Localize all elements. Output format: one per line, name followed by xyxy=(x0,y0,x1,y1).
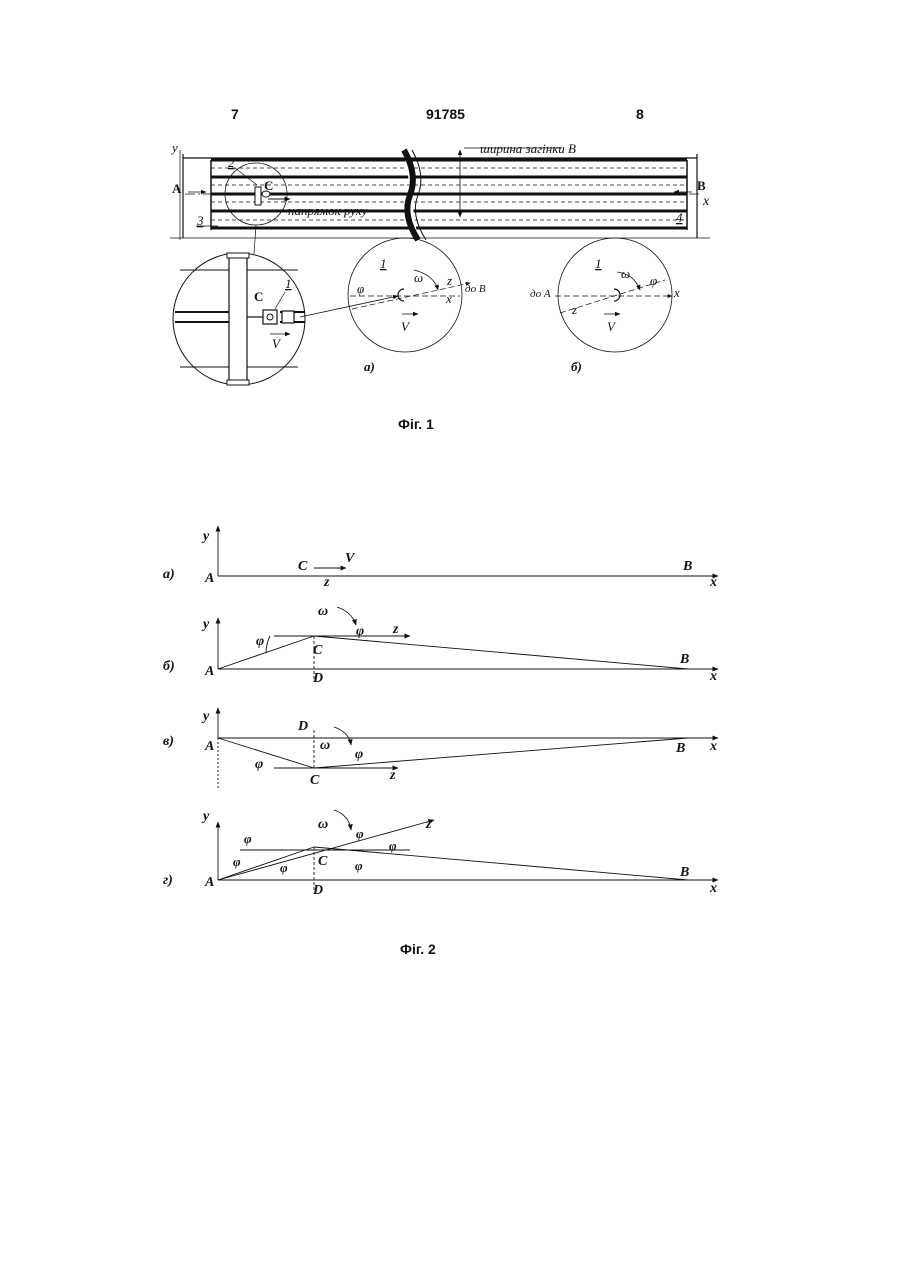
panel-g-z: z xyxy=(425,817,432,832)
panel-v-C: C xyxy=(310,773,320,788)
panel-v-A: A xyxy=(204,739,214,754)
panel-g-phi2-prime: φ xyxy=(356,826,364,841)
circle-a-sublabel: а) xyxy=(364,359,375,374)
direction-label: напрямок руху xyxy=(288,203,368,218)
fig1-number-4: 4 xyxy=(676,210,683,225)
circle-a-to-B: до B xyxy=(465,283,486,295)
circle-a-omega: ω xyxy=(414,270,423,285)
panel-b-phi1: φ xyxy=(256,634,264,649)
panel-v-omega: ω xyxy=(320,738,330,753)
fig1-label-A: A xyxy=(172,181,182,196)
panel-g-phi2-double-prime: φ xyxy=(355,858,363,873)
panel-b-phi2: φ xyxy=(356,624,364,639)
panel-b-y: y xyxy=(201,617,210,632)
zoom-number-1: 1 xyxy=(285,276,292,291)
circle-b-x: x xyxy=(673,285,680,300)
panel-b xyxy=(218,607,718,680)
panel-b-sublabel: б) xyxy=(163,659,175,674)
zoom-velocity: V xyxy=(272,336,282,351)
field-strips xyxy=(170,154,710,238)
panel-b-omega: ω xyxy=(318,604,328,619)
panel-g-phi1-prime: φ xyxy=(244,831,252,846)
panel-g-A: A xyxy=(204,875,214,890)
circle-b xyxy=(555,238,672,352)
panel-g-omega: ω xyxy=(318,817,328,832)
circle-b-to-A: до A xyxy=(530,288,551,300)
panel-v-D: D xyxy=(297,719,308,734)
panel-v-x: x xyxy=(709,739,717,754)
zoom-detail xyxy=(173,253,305,385)
circle-b-phi: φ xyxy=(650,273,657,288)
panel-v-phi2: φ xyxy=(355,747,363,762)
panel-b-C: C xyxy=(313,643,323,658)
fig1-label-C: C xyxy=(264,178,273,193)
panel-g-y: y xyxy=(201,809,210,824)
fig1-number-2: 2 xyxy=(228,155,235,170)
panel-a-C: C xyxy=(298,559,308,574)
panel-g-phi1: φ xyxy=(233,854,241,869)
panel-b-D: D xyxy=(312,671,323,686)
panel-b-x: x xyxy=(709,669,717,684)
circle-b-number: 1 xyxy=(595,256,602,271)
fig1-label-x: x xyxy=(702,194,710,209)
zoom-label-C: C xyxy=(254,289,263,304)
panel-a xyxy=(218,526,718,576)
panel-a-B: B xyxy=(682,559,692,574)
panel-g-D: D xyxy=(312,883,323,898)
figure-1: y A B x 2 3 4 C напрямок руху ширина заг… xyxy=(0,0,901,420)
circle-a-number: 1 xyxy=(380,256,387,271)
circle-b-omega: ω xyxy=(621,266,630,281)
figure-2: а) y A C V z B x б) y A φ C D ω φ z B x … xyxy=(0,520,901,920)
panel-g-phi1-double-prime: φ xyxy=(280,860,288,875)
circle-b-velocity: V xyxy=(607,319,617,334)
panel-v-sublabel: в) xyxy=(163,734,174,749)
panel-g-x: x xyxy=(709,881,717,896)
panel-a-sublabel: а) xyxy=(163,567,175,582)
panel-b-B: B xyxy=(679,652,689,667)
panel-v-y: y xyxy=(201,709,210,724)
panel-a-velocity: V xyxy=(345,551,356,566)
panel-g-B: B xyxy=(679,865,689,880)
width-label: ширина загінки B xyxy=(480,141,576,156)
figure-1-caption: Фіг. 1 xyxy=(398,416,434,432)
panel-a-y: y xyxy=(201,529,210,544)
panel-b-z: z xyxy=(392,622,399,637)
panel-v xyxy=(218,708,718,788)
panel-g-phi2: φ xyxy=(389,838,397,853)
panel-g xyxy=(218,810,718,890)
panel-a-A: A xyxy=(204,571,214,586)
circle-a-x: x xyxy=(445,291,452,306)
panel-g-sublabel: г) xyxy=(163,873,173,888)
fig1-label-y: y xyxy=(170,140,178,155)
circle-a-z: z xyxy=(446,273,452,288)
panel-v-z: z xyxy=(389,768,396,783)
circle-a-phi: φ xyxy=(357,281,364,296)
figure-2-caption: Фіг. 2 xyxy=(400,941,436,957)
circle-a-velocity: V xyxy=(401,319,411,334)
panel-a-z: z xyxy=(323,575,330,590)
panel-a-x: x xyxy=(709,575,717,590)
panel-b-A: A xyxy=(204,664,214,679)
circle-b-sublabel: б) xyxy=(571,359,582,374)
panel-v-B: B xyxy=(675,741,685,756)
circle-b-z: z xyxy=(571,302,577,317)
panel-g-C: C xyxy=(318,854,328,869)
fig1-label-B: B xyxy=(697,178,706,193)
panel-v-phi1: φ xyxy=(255,757,263,772)
